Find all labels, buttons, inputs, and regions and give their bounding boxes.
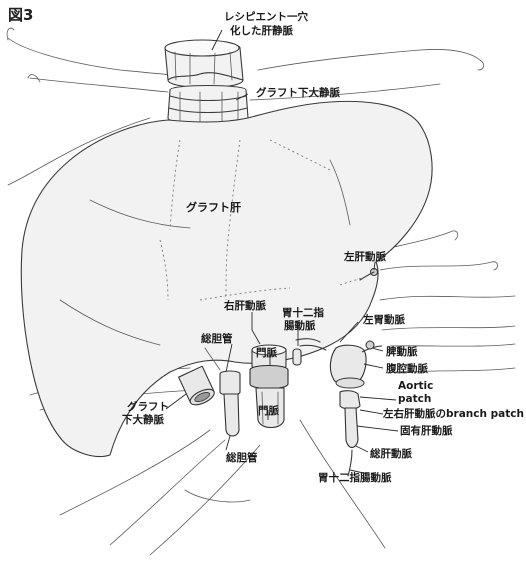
label-aortic-patch-line2: patch [398, 393, 431, 405]
label-recipient-hepatic-vein-line1: レシピエント一穴 [224, 10, 308, 23]
label-graft-ivc-top: グラフト下大静脈 [256, 86, 340, 99]
label-left-hepatic-artery: 左肝動脈 [343, 250, 386, 263]
label-gastroduodenal-line1: 胃十二指 [282, 306, 324, 319]
label-splenic-artery: 脾動脈 [386, 345, 418, 358]
label-recipient-hepatic-vein-line2: 化した肝静脈 [230, 24, 293, 37]
figure-title: 図3 [8, 6, 33, 24]
label-left-gastric-artery: 左胃動脈 [362, 313, 405, 326]
label-portal-vein-recipient: 門脈 [258, 404, 279, 417]
label-gastroduodenal-bottom: 胃十二指腸動脈 [318, 471, 392, 484]
recipient-hepatic-vein [165, 40, 243, 88]
label-common-bile-duct-graft: 総胆管 [201, 332, 233, 345]
label-aortic-patch-line1: Aortic [398, 380, 433, 392]
label-graft-ivc-bottom-line1: グラフト [127, 400, 169, 413]
graft-ivc-upper [168, 86, 248, 125]
label-right-hepatic-artery: 右肝動脈 [223, 299, 266, 312]
label-gastroduodenal-line2: 腸動脈 [284, 319, 316, 332]
label-celiac-artery: 腹腔動脈 [386, 362, 428, 375]
label-common-bile-duct-recipient: 総胆管 [226, 451, 258, 464]
label-graft-ivc-bottom-line2: 下大静脈 [122, 413, 164, 426]
label-branch-patch: 左右肝動脈のbranch patch [382, 407, 524, 420]
label-portal-vein-graft: 門脈 [256, 346, 277, 359]
label-graft-liver: グラフト肝 [186, 200, 241, 214]
label-proper-hepatic-artery: 固有肝動脈 [400, 424, 453, 437]
label-common-hepatic-artery: 総肝動脈 [370, 447, 412, 460]
